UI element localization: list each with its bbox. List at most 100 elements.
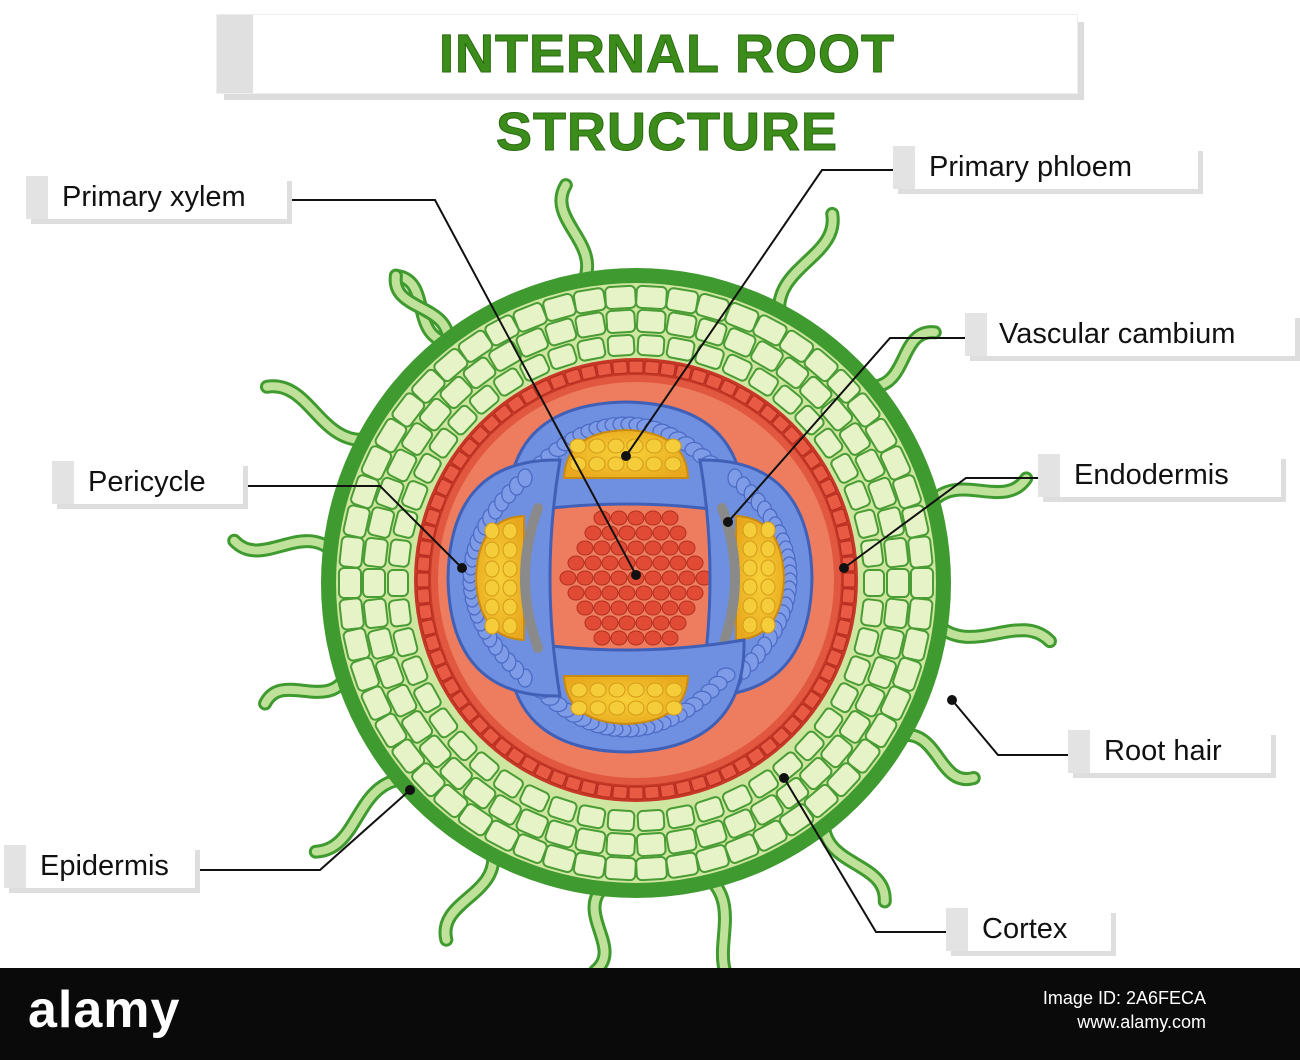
phloem-inner-cell — [484, 598, 500, 616]
root-hair-highlight — [926, 474, 1031, 509]
cortex-cell — [401, 422, 434, 456]
label-epidermis-text: Epidermis — [40, 850, 169, 882]
watermark-footer: alamy Image ID: 2A6FECA www.alamy.com — [0, 968, 1300, 1060]
xylem-cell — [635, 585, 653, 601]
cortex-cell — [401, 480, 429, 511]
leader-primary-xylem — [292, 199, 637, 576]
phloem-inner-cell — [570, 682, 588, 698]
cortex-cell — [401, 710, 434, 744]
endodermis-cell — [580, 364, 597, 380]
cortex-cell — [387, 538, 412, 568]
cortex-cell — [488, 794, 522, 826]
cortex-cell — [439, 757, 473, 791]
cortex-cell — [838, 422, 871, 456]
label-pericycle: Pericycle — [52, 461, 248, 509]
endodermis-cell — [771, 414, 790, 433]
phloem-inner-cell — [502, 560, 518, 578]
cortex-cell — [854, 448, 886, 483]
cortex-cell — [447, 404, 478, 436]
endodermis-cell — [826, 649, 843, 667]
cortex-cell — [910, 567, 934, 599]
endodermis-cell — [420, 619, 436, 636]
cortex-cell — [362, 568, 386, 598]
phloem-inner-cell — [502, 617, 518, 635]
title-face: INTERNAL ROOT STRUCTURE — [216, 14, 1078, 163]
xylem-cell — [635, 525, 653, 541]
phloem-inner-cell — [502, 598, 518, 616]
cortex-cell — [342, 504, 371, 539]
cortex-cell — [387, 598, 412, 628]
xylem-cell — [652, 555, 670, 571]
root-hair-highlight — [705, 874, 729, 968]
cortex-cell — [877, 506, 905, 539]
xylem-cell — [610, 570, 628, 586]
xylem-cell — [686, 555, 704, 571]
endodermis-cell — [759, 404, 778, 423]
cortex-cell — [867, 656, 897, 690]
cortex-cell — [750, 794, 784, 826]
cortex-cell — [519, 784, 551, 813]
cortex-cell — [392, 627, 419, 658]
phloem-inner-cell — [626, 456, 644, 472]
dot-epidermis — [405, 785, 415, 795]
cortex-cell — [750, 340, 784, 372]
label-primary-phloem-text: Primary phloem — [929, 151, 1133, 183]
cortex-cell — [721, 353, 753, 382]
endodermis-cell — [482, 414, 501, 433]
endodermis-cell — [507, 395, 525, 413]
cortex-cell — [695, 844, 730, 874]
xylem-cell — [652, 525, 670, 541]
cortex-cell — [374, 417, 408, 454]
endodermis-cell — [759, 737, 778, 756]
label-cortex: Cortex — [946, 908, 1116, 956]
cortex-cell — [883, 597, 910, 630]
endodermis-cell — [470, 426, 489, 445]
endodermis-cell — [675, 780, 692, 796]
cortex-cell — [636, 333, 666, 357]
xylem-cell — [669, 555, 687, 571]
cortex-cell — [695, 292, 730, 322]
xylem-cell — [576, 540, 594, 556]
xylem-cell — [661, 510, 679, 526]
endodermis-cell — [442, 464, 461, 483]
endodermis-cell — [811, 677, 830, 696]
xylem-cell — [618, 525, 636, 541]
cortex-cell — [830, 452, 859, 484]
xylem-cell — [576, 570, 594, 586]
endodermis-cell — [494, 737, 513, 756]
xylem-cell — [618, 615, 636, 631]
cortex-cell — [803, 783, 839, 819]
endodermis-cell — [811, 464, 830, 483]
xylem-cell — [593, 540, 611, 556]
cortex-cell — [413, 682, 442, 714]
xylem-cell — [593, 600, 611, 616]
cortex-cell — [752, 819, 788, 852]
cortex-cell — [576, 804, 607, 830]
cortex-cell — [457, 803, 494, 837]
xylem-cell — [644, 510, 662, 526]
cortex-cell — [338, 535, 365, 569]
endodermis-cell — [494, 404, 513, 423]
cortex-cell — [803, 347, 839, 383]
xylem-cell — [669, 585, 687, 601]
cortex-cell — [863, 569, 885, 597]
cortex-cell — [572, 851, 607, 879]
label-primary-phloem: Primary phloem — [893, 146, 1203, 194]
phloem-inner-cell — [760, 578, 776, 596]
endodermis-cell — [705, 770, 723, 787]
phloem-inner-cell — [742, 597, 758, 615]
cortex-cell — [574, 827, 607, 855]
root-hair-highlight — [262, 382, 371, 444]
root-hair-highlight — [311, 775, 407, 856]
cortex-cell — [462, 356, 497, 390]
cortex-cell — [439, 375, 473, 409]
phloem-inner-cell — [502, 579, 518, 597]
cortex-cell — [468, 751, 500, 782]
endodermis-cell — [520, 386, 539, 405]
phloem-inner-cell — [742, 540, 758, 558]
phloem-inner-cell — [665, 682, 683, 698]
phloem-inner-cell — [742, 521, 758, 539]
cortex-cell — [493, 367, 524, 397]
endodermis-cell — [507, 747, 525, 765]
phloem-inner-cell — [484, 541, 500, 559]
